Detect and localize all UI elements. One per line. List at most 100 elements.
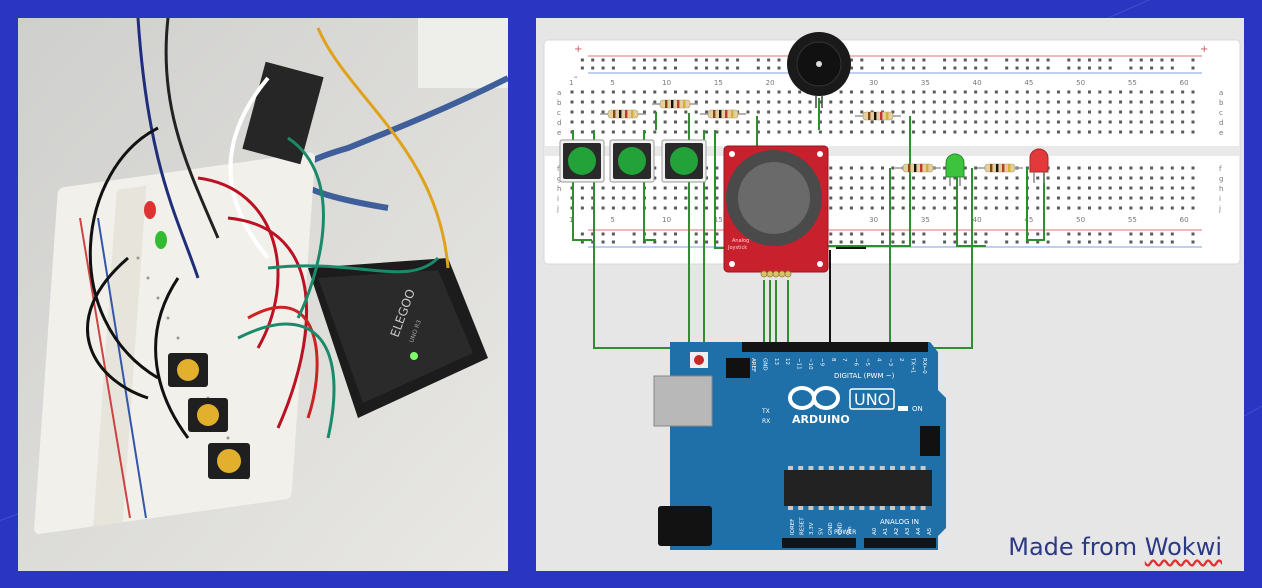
breadboard-hole (1067, 176, 1071, 180)
resistor-band (996, 164, 999, 172)
breadboard-hole (1015, 120, 1019, 124)
breadboard-hole (1160, 196, 1164, 200)
breadboard-hole (674, 90, 677, 94)
breadboard-hole (1129, 100, 1133, 104)
breadboard-hole (839, 130, 843, 134)
breadboard-hole (922, 196, 926, 200)
rail-hole (1088, 240, 1091, 244)
breadboard-hole (1150, 176, 1154, 180)
breadboard-hole (849, 130, 853, 134)
rail-hole (1150, 240, 1154, 244)
breadboard-hole (642, 110, 646, 114)
breadboard-hole (1170, 90, 1174, 94)
rail-hole (611, 240, 615, 244)
breadboard-hole (891, 100, 895, 104)
breadboard-hole (891, 120, 895, 124)
breadboard-hole (1067, 166, 1071, 170)
breadboard-hole (1088, 120, 1091, 124)
breadboard-hole (943, 186, 947, 190)
breadboard-hole (881, 130, 884, 134)
breadboard-hole (777, 90, 781, 94)
breadboard-hole (901, 196, 905, 200)
breadboard-hole (860, 130, 864, 134)
breadboard-hole (1036, 196, 1040, 200)
breadboard-hole (1098, 166, 1102, 170)
breadboard-hole (756, 90, 760, 94)
breadboard-hole (1108, 120, 1112, 124)
breadboard-hole (994, 196, 998, 200)
physical-circuit-photo: ELEGOO UNO R3 (18, 18, 508, 571)
column-number: 20 (766, 79, 775, 87)
push-button[interactable] (559, 139, 605, 183)
push-button[interactable] (661, 139, 707, 183)
breadboard-hole (591, 186, 595, 190)
row-letter: g (1219, 175, 1223, 183)
push-button-cap[interactable] (670, 147, 698, 175)
breadboard-hole (767, 110, 771, 114)
analog-header (864, 538, 936, 548)
reset-button[interactable] (694, 355, 704, 365)
breadboard-hole (1108, 110, 1112, 114)
wokwi-simulation[interactable]: + + - 151015202530354045505560 151015202… (536, 18, 1244, 571)
breadboard-hole (1108, 130, 1112, 134)
breadboard-hole (1170, 176, 1174, 180)
breadboard-hole (1150, 90, 1154, 94)
breadboard-hole (580, 110, 584, 114)
breadboard-hole (570, 120, 574, 124)
rail-hole (984, 58, 988, 62)
photo-green-led (155, 231, 167, 249)
column-number: 50 (1076, 216, 1085, 224)
breadboard-hole (591, 196, 595, 200)
rail-hole (1170, 240, 1174, 244)
breadboard-hole (943, 120, 947, 124)
push-button-cap[interactable] (568, 147, 596, 175)
rail-hole (974, 58, 978, 62)
breadboard-hole (943, 90, 947, 94)
chip-leg (900, 466, 906, 470)
breadboard-hole (736, 120, 740, 124)
joystick-knob[interactable] (738, 162, 810, 234)
breadboard-hole (922, 120, 926, 124)
analog-joystick[interactable]: Analog Joystick (723, 145, 829, 278)
breadboard-hole (1150, 130, 1154, 134)
breadboard-hole (901, 110, 905, 114)
rail-hole (580, 66, 584, 70)
arduino-uno[interactable]: ARDUINO UNO ON TX RX DIGITAL (PWM ~) POW… (653, 342, 946, 550)
breadboard-hole (580, 130, 584, 134)
breadboard-hole (1181, 196, 1185, 200)
breadboard-hole (963, 90, 967, 94)
rail-hole (953, 240, 957, 244)
rail-hole (705, 58, 709, 62)
push-button[interactable] (609, 139, 655, 183)
breadboard-hole (767, 90, 771, 94)
wire-green (956, 168, 986, 247)
resistor (977, 163, 1023, 173)
resistor-band (926, 164, 929, 172)
breadboard-hole (891, 176, 895, 180)
rail-hole (943, 58, 947, 62)
breadboard-hole (922, 130, 926, 134)
breadboard-hole (1150, 196, 1154, 200)
breadboard-hole (953, 176, 957, 180)
breadboard-hole (849, 176, 853, 180)
breadboard-hole (1160, 120, 1164, 124)
breadboard-hole (725, 120, 729, 124)
breadboard-hole (912, 206, 916, 210)
breadboard-hole (715, 90, 719, 94)
icsp-header-right (920, 426, 940, 456)
rail-hole (715, 232, 719, 236)
breadboard-hole (663, 206, 667, 210)
breadboard-hole (715, 100, 719, 104)
breadboard-hole (1119, 130, 1123, 134)
breadboard-hole (1191, 176, 1195, 180)
breadboard-hole (1005, 196, 1009, 200)
push-button-cap[interactable] (618, 147, 646, 175)
rail-hole (1005, 66, 1009, 70)
rail-hole (881, 66, 884, 70)
rail-hole (736, 66, 740, 70)
breadboard-hole (953, 90, 957, 94)
breadboard-hole (974, 186, 978, 190)
rail-hole (694, 232, 698, 236)
usb-port (653, 375, 713, 427)
breadboard-hole (849, 166, 853, 170)
